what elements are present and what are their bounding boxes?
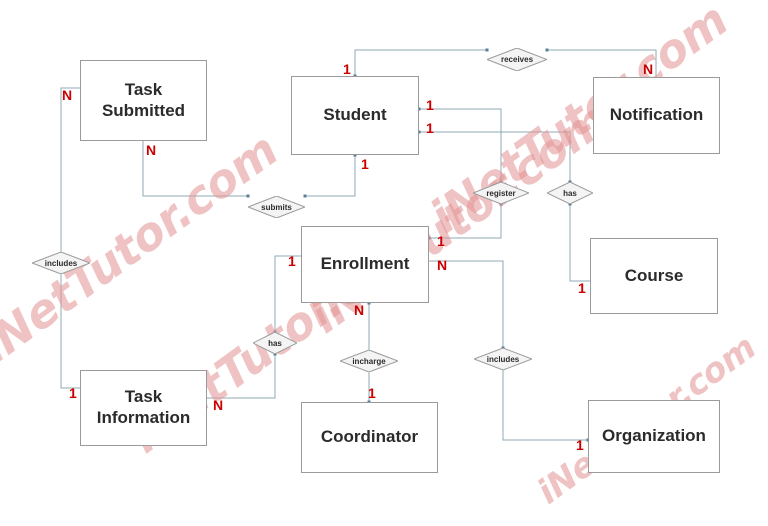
diamond-shape: [487, 48, 547, 71]
wire-tasksubmitted-submits: [142, 141, 248, 197]
relationship-submits[interactable]: submits: [248, 196, 305, 218]
entity-enrollment[interactable]: Enrollment: [301, 226, 429, 303]
cardinality-enrollment-right-upper: 1: [437, 233, 445, 249]
wire-tasksubmitted-includes: [60, 87, 80, 252]
cardinality-task-submitted-bottom: N: [146, 142, 157, 158]
cardinality-student-right-lower: 1: [426, 120, 434, 136]
entity-label: Notification: [609, 105, 704, 125]
entity-label: Task Information: [96, 387, 191, 427]
wire-register-enrollment: [429, 204, 502, 239]
diamond-shape: [32, 252, 90, 274]
relationship-includes-right[interactable]: includes: [474, 348, 532, 370]
relationship-has-right[interactable]: has: [547, 182, 593, 204]
entity-course[interactable]: Course: [590, 238, 718, 314]
cardinality-organization-left: 1: [576, 437, 584, 453]
wire-student-receives: [354, 49, 487, 76]
wire-includesright-organization: [502, 370, 588, 441]
relationship-incharge[interactable]: incharge: [340, 350, 398, 372]
cardinality-enrollment-left: 1: [288, 253, 296, 269]
relationship-receives[interactable]: receives: [487, 48, 547, 71]
entity-task-information[interactable]: Task Information: [80, 370, 207, 446]
entity-coordinator[interactable]: Coordinator: [301, 402, 438, 473]
relationship-includes-left[interactable]: includes: [32, 252, 90, 274]
entity-label: Coordinator: [320, 427, 419, 447]
wire-submits-student: [305, 155, 356, 197]
entity-student[interactable]: Student: [291, 76, 419, 155]
entity-task-submitted[interactable]: Task Submitted: [80, 60, 207, 141]
wire-enrollment-includesright: [429, 260, 504, 348]
cardinality-course-left: 1: [578, 280, 586, 296]
cardinality-task-submitted-left: N: [62, 87, 73, 103]
entity-organization[interactable]: Organization: [588, 400, 720, 473]
wire-includes-taskinformation: [60, 274, 80, 389]
relationship-register[interactable]: register: [473, 182, 529, 204]
wire-enrollment-hasleft: [274, 255, 301, 332]
cardinality-student-right-upper: 1: [426, 97, 434, 113]
diamond-shape: [253, 332, 297, 354]
wire-student-register: [419, 108, 502, 182]
entity-label: Organization: [602, 426, 706, 446]
diamond-shape: [547, 182, 593, 204]
cardinality-student-bottom: 1: [361, 156, 369, 172]
cardinality-student-top: 1: [343, 61, 351, 77]
relationship-has-left[interactable]: has: [253, 332, 297, 354]
entity-notification[interactable]: Notification: [593, 77, 720, 154]
diamond-shape: [474, 348, 532, 370]
diamond-shape: [340, 350, 398, 372]
cardinality-task-information-right: N: [213, 397, 224, 413]
cardinality-coordinator-top: 1: [368, 385, 376, 401]
entity-label: Course: [624, 265, 684, 285]
wire-has-course: [569, 204, 590, 282]
cardinality-notification-top: N: [643, 61, 654, 77]
entity-label: Student: [323, 105, 387, 125]
wire-student-has: [419, 131, 571, 182]
cardinality-task-information-left: 1: [69, 385, 77, 401]
diamond-shape: [248, 196, 305, 218]
cardinality-enrollment-bottom: N: [354, 302, 365, 318]
cardinality-enrollment-right-lower: N: [437, 257, 448, 273]
entity-label: Task Submitted: [101, 79, 186, 120]
entity-label: Enrollment: [320, 254, 410, 274]
wire-receives-notification: [547, 49, 657, 77]
wire-hasleft-taskinformation: [207, 354, 276, 399]
diamond-shape: [473, 182, 529, 204]
